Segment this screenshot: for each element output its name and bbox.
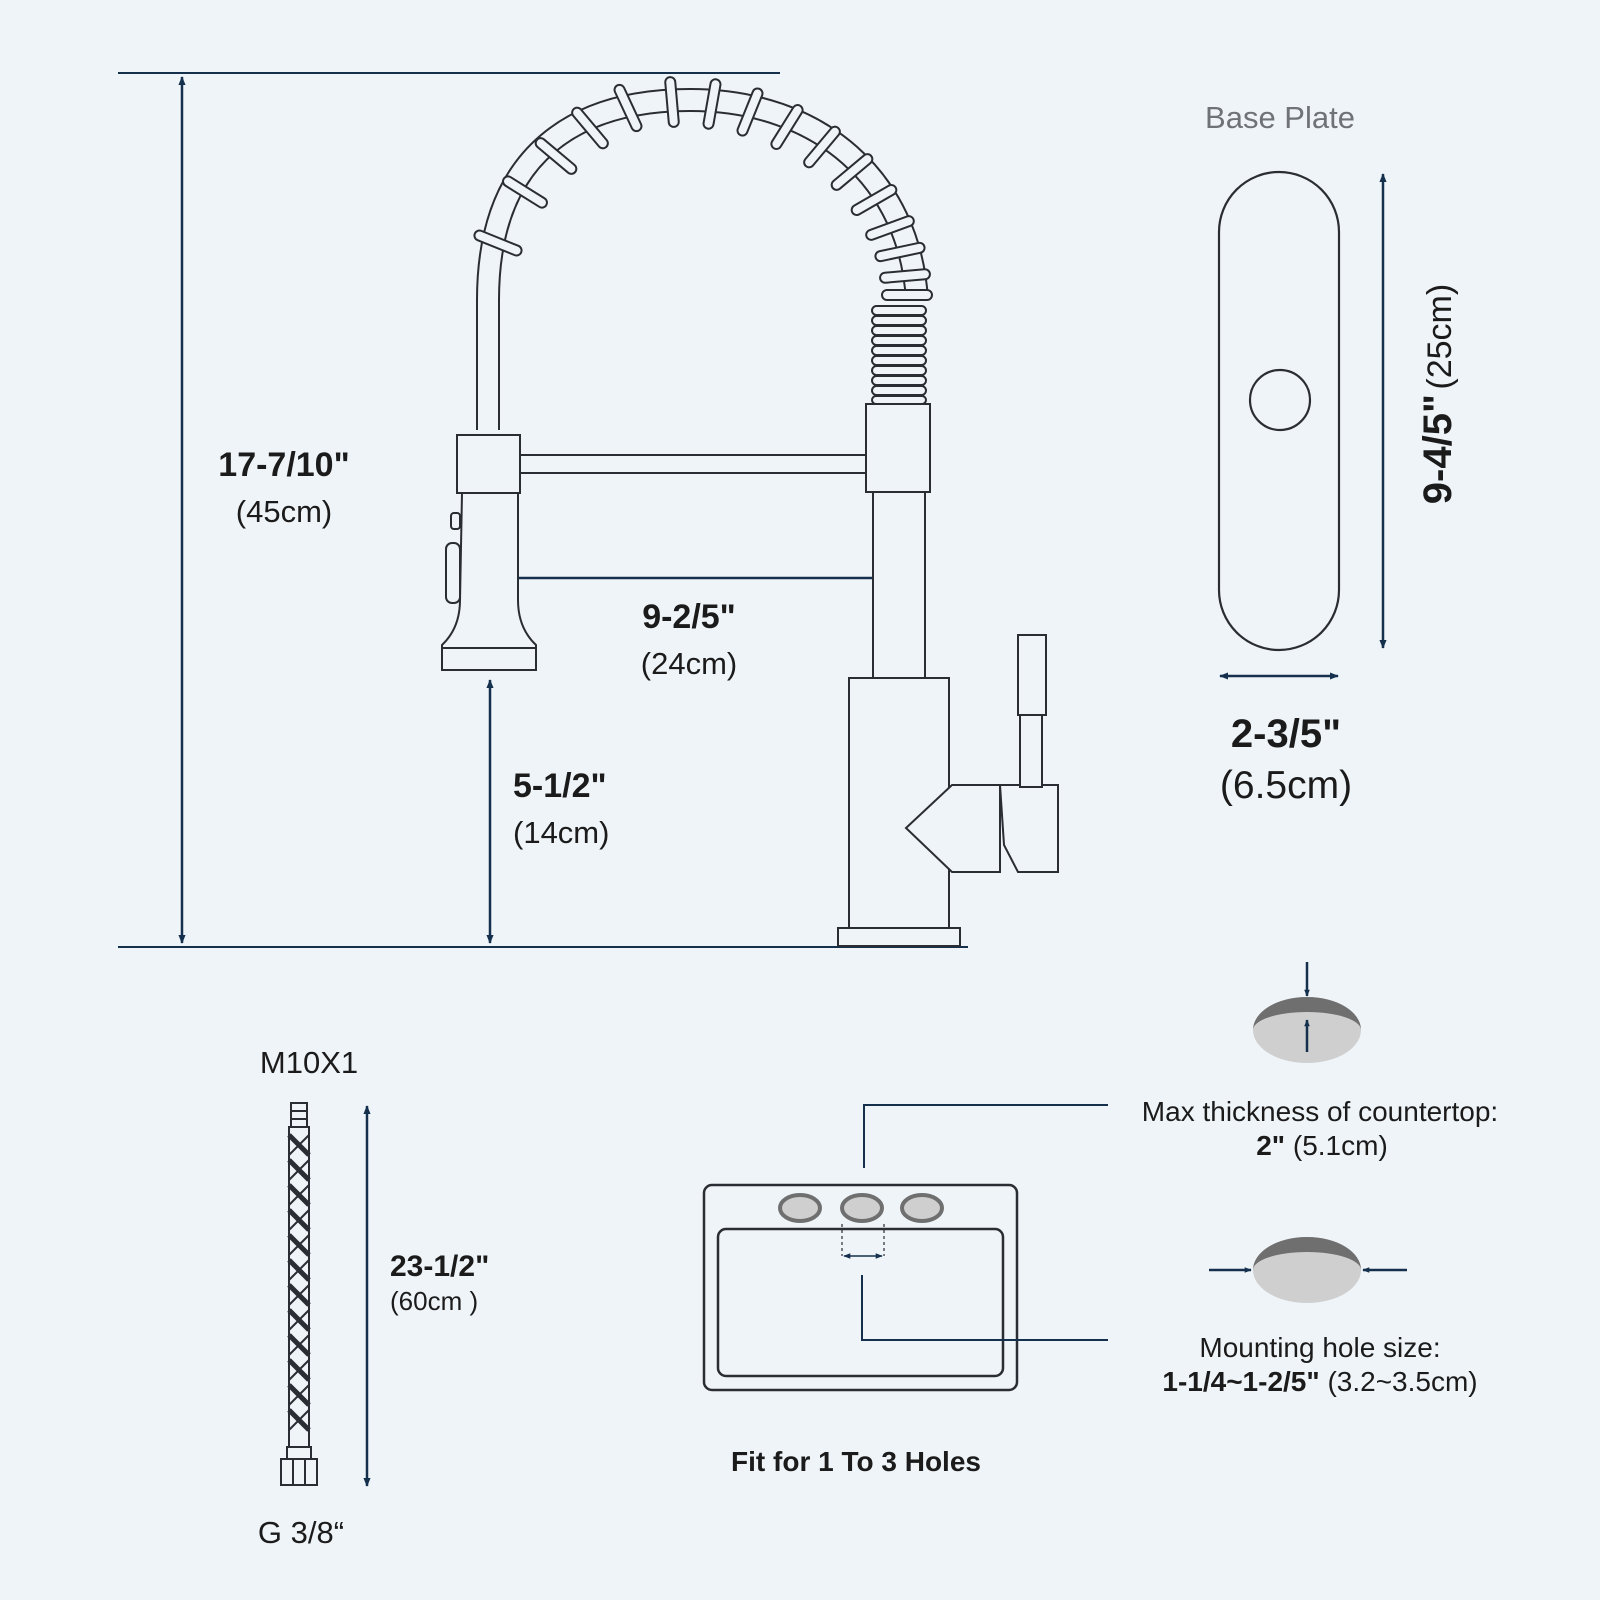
- hose-illustration: [280, 1102, 318, 1486]
- sprayhead-collar: [456, 434, 521, 494]
- base-plate-length-label: 9-4/5" (25cm): [1416, 264, 1464, 524]
- spout-arm: [519, 454, 869, 474]
- swivel-collar: [865, 403, 931, 493]
- spout-height-inches: 5-1/2": [513, 767, 607, 805]
- handle-hub: [904, 784, 1001, 873]
- hose-length-inches: 23-1/2": [390, 1250, 490, 1283]
- hose-nut: [280, 1458, 318, 1486]
- sink-basin: [716, 1227, 1005, 1378]
- fit-holes-caption: Fit for 1 To 3 Holes: [731, 1446, 981, 1477]
- countertop-thickness-cm: (5.1cm): [1292, 1130, 1388, 1161]
- mounting-hole-icon: [1209, 1237, 1407, 1303]
- countertop-thickness-icon: [1253, 962, 1361, 1063]
- sprayhead-nozzle: [441, 647, 537, 671]
- handle-joint: [998, 784, 1059, 873]
- base-plate-hole: [1248, 368, 1312, 432]
- faucet-illustration: [441, 76, 1059, 947]
- mounting-hole-title: Mounting hole size:: [1199, 1332, 1441, 1363]
- hose-length-cm: (60cm ): [390, 1286, 479, 1316]
- base-plate-width-inches: 2-3/5": [1230, 712, 1342, 756]
- hose-bottom-thread: G 3/8“: [257, 1515, 345, 1550]
- handle-lever: [1017, 634, 1047, 716]
- faucet-reach-cm: (24cm): [640, 646, 738, 681]
- faucet-height-inches: 17-7/10": [218, 446, 350, 484]
- base-plate-illustration: [1217, 170, 1341, 652]
- leader-lines: [861, 1104, 1108, 1341]
- base-plate-outline: [1217, 170, 1341, 652]
- spout-height-cm: (14cm): [513, 815, 610, 850]
- faucet-base-flange: [837, 927, 961, 947]
- sink-outline: [702, 1183, 1019, 1392]
- countertop-thickness-title: Max thickness of countertop:: [1141, 1096, 1499, 1127]
- hose-top-fitting: [290, 1102, 308, 1128]
- spring-stack: [871, 305, 927, 405]
- handle-stem: [1019, 714, 1043, 788]
- countertop-thickness-inches: 2": [1256, 1130, 1286, 1161]
- faucet-reach-inches: 9-2/5": [642, 598, 736, 636]
- spray-toggle: [450, 512, 461, 530]
- base-plate-width-cm: (6.5cm): [1219, 764, 1353, 807]
- base-plate-length-inches: 9-4/5": [1416, 394, 1460, 505]
- mounting-hole-cm: (3.2~3.5cm): [1327, 1366, 1478, 1397]
- mounting-hole-value: 1-1/4~1-2/5" (3.2~3.5cm): [1162, 1366, 1477, 1398]
- countertop-thickness-value: 2" (5.1cm): [1256, 1130, 1388, 1162]
- hose-top-thread: M10X1: [259, 1045, 359, 1080]
- upright-pipe: [872, 491, 926, 679]
- spring-coils: [473, 76, 933, 301]
- faucet-height-cm: (45cm): [235, 494, 333, 529]
- base-plate-title: Base Plate: [1205, 100, 1355, 135]
- sink-illustration: [702, 1183, 1019, 1392]
- spray-button: [445, 542, 461, 604]
- sink-holes: [778, 1193, 944, 1223]
- base-plate-length-cm: (25cm): [1421, 283, 1459, 390]
- mounting-hole-inches: 1-1/4~1-2/5": [1162, 1366, 1320, 1397]
